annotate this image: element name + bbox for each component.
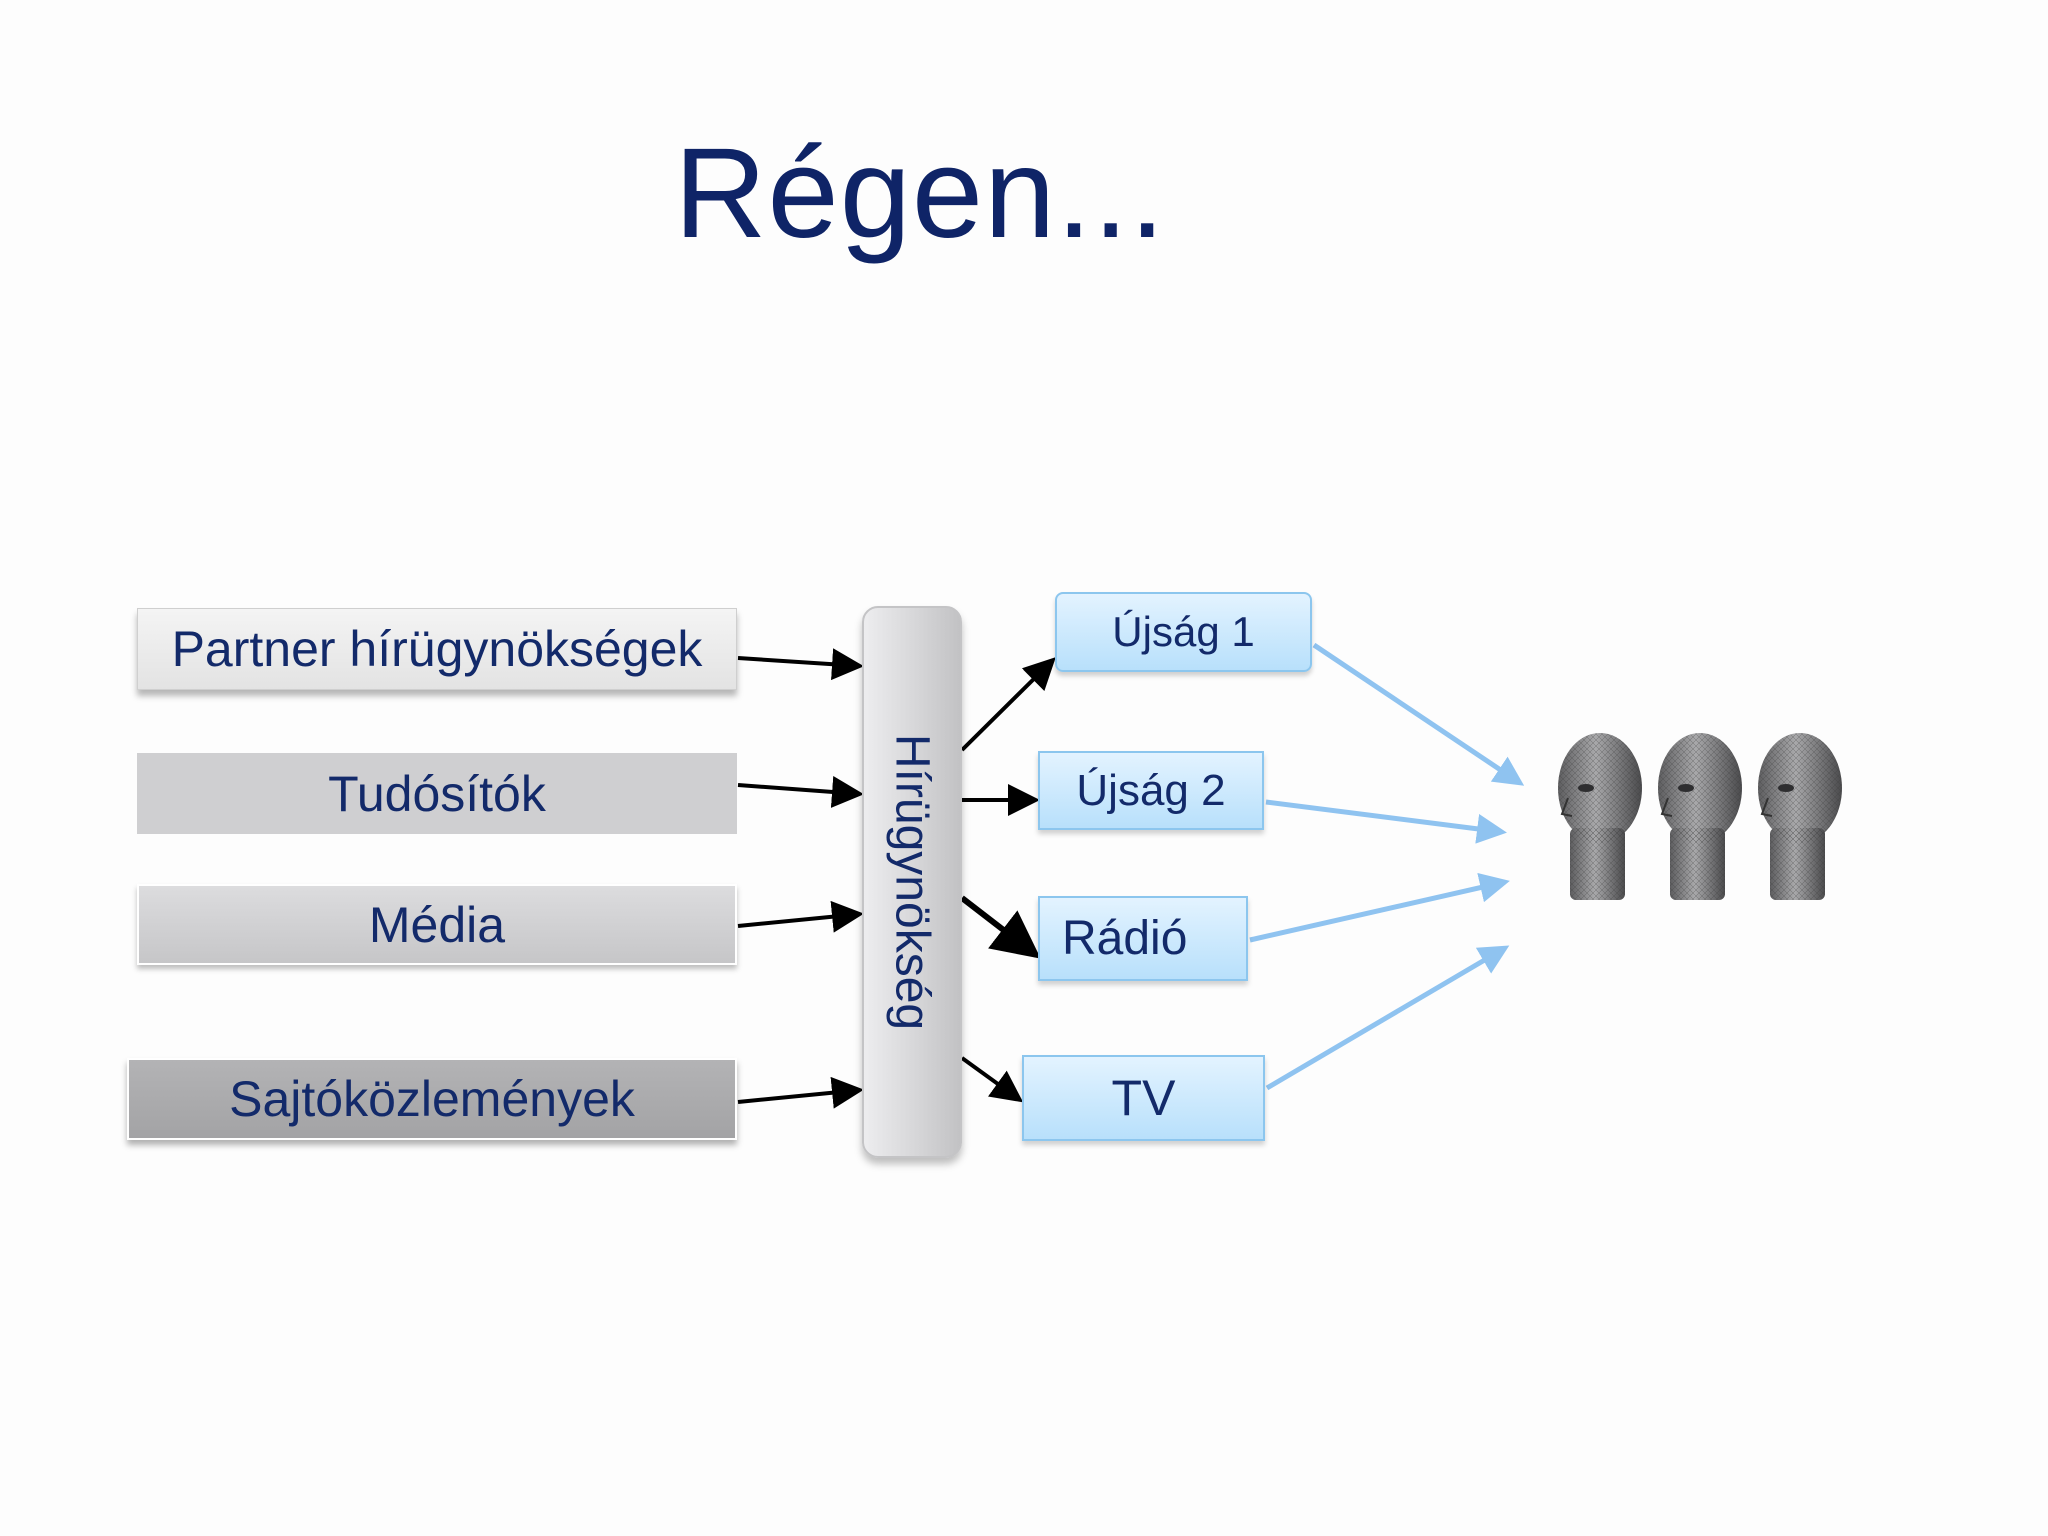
arrow-radio-to-audience: [1249, 872, 1510, 943]
arrow-ujsag1-to-audience: [1312, 642, 1525, 786]
news-agency-box: Hírügynökség: [862, 606, 962, 1158]
outlet-newspaper-2: Újság 2: [1038, 751, 1264, 830]
arrow-media-to-agency: [737, 900, 864, 933]
outlet-label: TV: [1111, 1070, 1176, 1126]
outlet-radio: Rádió: [1038, 896, 1248, 981]
arrow-agency-to-ujsag1: [960, 657, 1056, 752]
outlet-newspaper-1: Újság 1: [1055, 592, 1312, 672]
source-correspondents: Tudósítók: [137, 753, 737, 834]
source-partner-agencies: Partner hírügynökségek: [137, 608, 737, 690]
head-icon: [1658, 733, 1742, 900]
arrow-partner-to-agency: [737, 648, 864, 681]
arrow-agency-to-tv: [960, 1056, 1024, 1103]
arrow-agency-to-radio: [960, 895, 1041, 959]
source-media: Média: [137, 884, 737, 965]
outlet-label: Rádió: [1062, 912, 1188, 965]
source-label: Partner hírügynökségek: [171, 621, 703, 677]
arrow-sajto-to-agency: [737, 1076, 864, 1109]
outlet-label: Újság 1: [1112, 608, 1255, 655]
head-icon: [1558, 733, 1642, 900]
outlet-tv: TV: [1022, 1055, 1265, 1141]
source-label: Média: [368, 896, 506, 953]
arrow-ujsag2-to-audience: [1265, 799, 1507, 844]
source-press-releases: Sajtóközlemények: [127, 1058, 737, 1140]
head-icon: [1758, 733, 1842, 900]
source-label: Sajtóközlemények: [229, 1071, 635, 1127]
arrow-tudositok-to-agency: [737, 775, 864, 808]
human-heads-icon: [1548, 728, 1868, 908]
news-agency-label: Hírügynökség: [885, 733, 939, 1031]
arrow-tv-to-audience: [1265, 945, 1510, 1091]
outlet-label: Újság 2: [1076, 765, 1226, 815]
slide-title: Régen...: [674, 122, 1166, 265]
source-label: Tudósítók: [328, 765, 546, 822]
